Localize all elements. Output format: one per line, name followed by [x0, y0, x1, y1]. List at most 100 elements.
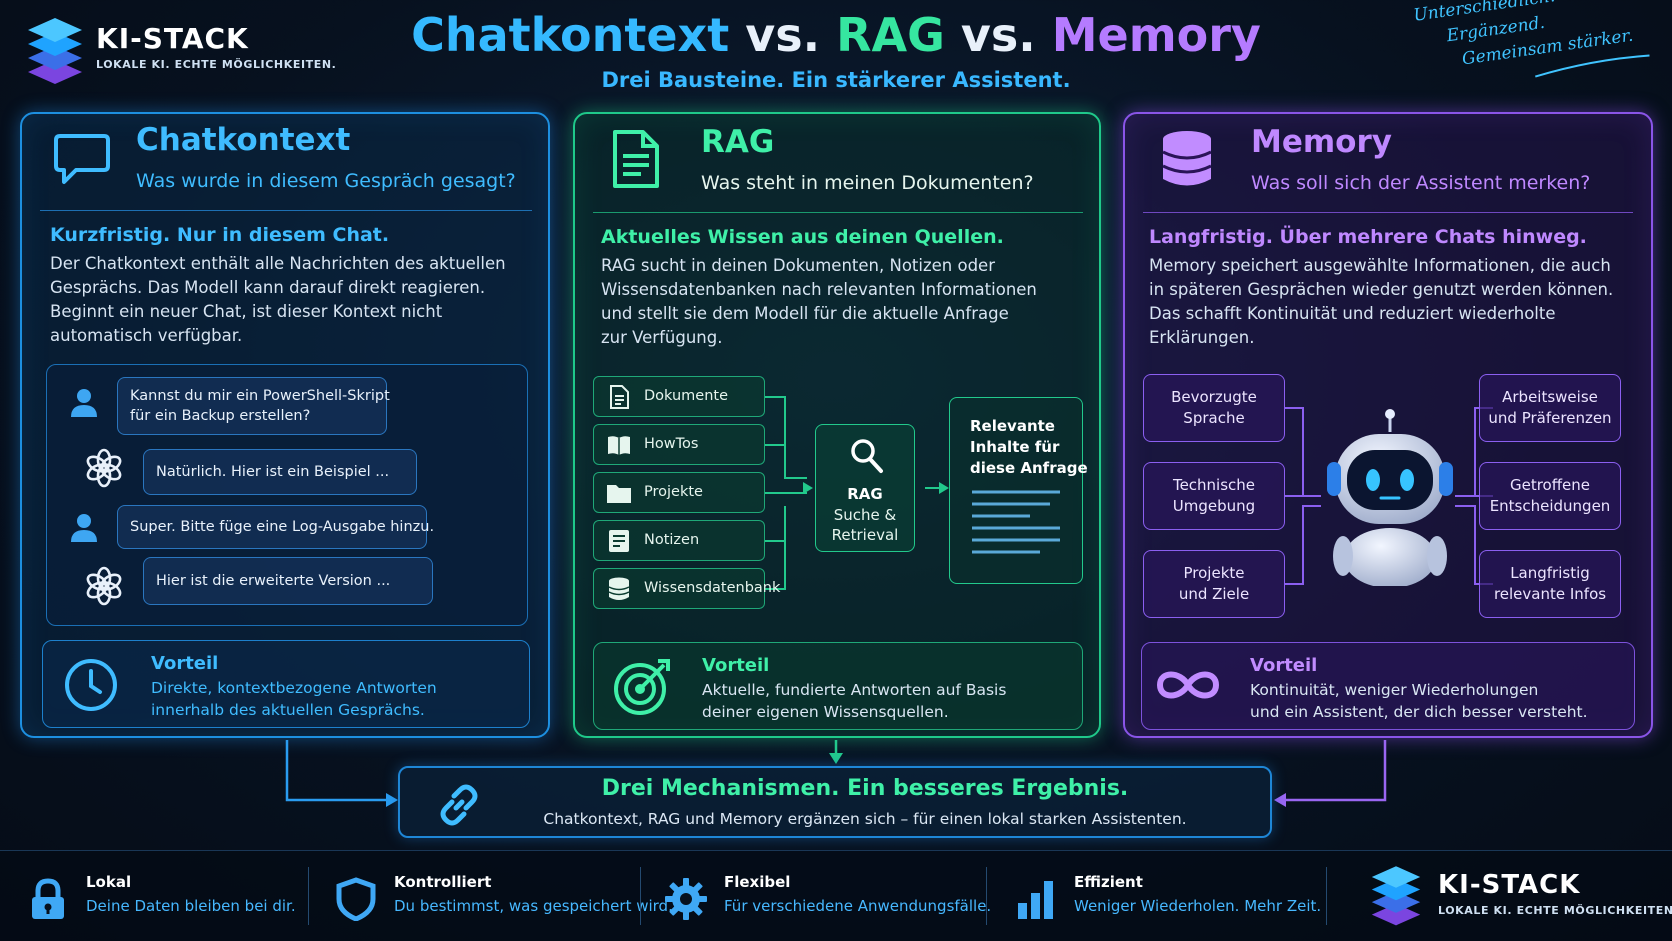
text-line: deiner eigenen Wissensquellen. — [702, 703, 949, 721]
user-avatar-icon — [71, 389, 97, 417]
text-line: Wissensdatenbanken nach relevanten Infor… — [601, 280, 1037, 299]
message-line: Natürlich. Hier ist ein Beispiel ... — [156, 464, 390, 480]
footer-divider — [308, 867, 309, 925]
message-line: Kannst du mir ein PowerShell-Skript — [130, 388, 390, 404]
search-icon — [851, 439, 883, 473]
text-line: Direkte, kontextbezogene Antworten — [151, 679, 437, 697]
text-line: Projekte — [1183, 564, 1245, 582]
rag-title: RAG — [701, 124, 775, 160]
text-line: Beginnt ein neuer Chat, ist dieser Konte… — [50, 302, 443, 321]
relevant-content-label: Relevante Inhalte für diese Anfrage — [970, 416, 1088, 479]
note-underline — [1535, 54, 1650, 78]
text-line: relevante Infos — [1493, 585, 1607, 603]
text-line: Sprache — [1183, 409, 1245, 427]
text-line: und stellt sie dem Modell für die aktuel… — [601, 304, 1009, 323]
footer-divider — [640, 867, 641, 925]
summary-banner: Drei Mechanismen. Ein besseres Ergebnis.… — [398, 766, 1272, 838]
text-line: und Präferenzen — [1488, 409, 1612, 427]
chat-bubble-icon — [54, 134, 110, 184]
document-lines-icon — [972, 490, 1060, 554]
stack-logo-icon — [1371, 866, 1421, 926]
text-line: Langfristig — [1510, 564, 1590, 582]
brand-name: KI-STACK — [1438, 870, 1581, 900]
handwritten-note: Unterschiedlich. Ergänzend. Gemeinsam st… — [1412, 0, 1672, 103]
text-line: Entscheidungen — [1489, 497, 1611, 515]
brand-name: KI-STACK — [96, 22, 249, 55]
rag-description: RAG sucht in deinen Dokumenten, Notizen … — [601, 254, 1037, 350]
chat-lead: Kurzfristig. Nur in diesem Chat. — [50, 224, 390, 246]
link-icon — [440, 784, 478, 826]
memory-tag-langfristig: Langfristig relevante Infos — [1479, 550, 1621, 618]
text-line: Aktuelle, fundierte Antworten auf Basis — [702, 681, 1007, 699]
source-label: Notizen — [644, 532, 700, 548]
text-line: Memory speichert ausgewählte Information… — [1149, 256, 1611, 275]
assistant-avatar-icon — [86, 566, 122, 606]
title-rag: RAG — [836, 8, 945, 62]
footer-title: Kontrolliert — [394, 873, 492, 891]
footer-item-flexibel: Flexibel Für verschiedene Anwendungsfäll… — [664, 865, 991, 929]
advantage-title: Vorteil — [1250, 655, 1318, 676]
text-line: Bevorzugte — [1171, 388, 1257, 406]
text-line: Das schafft Kontinuität und reduziert wi… — [1149, 304, 1556, 323]
rag-center-label: RAG — [847, 485, 883, 503]
footer-title: Flexibel — [724, 873, 791, 891]
rag-center-sublabel: Suche & Retrieval — [816, 505, 914, 545]
gear-icon — [665, 878, 707, 920]
footer: Lokal Deine Daten bleiben bei dir. Kontr… — [0, 850, 1672, 941]
brand-footer: KI-STACK LOKALE KI. ECHTE MÖGLICHKEITEN. — [1370, 862, 1672, 930]
chat-history: Kannst du mir ein PowerShell-Skript für … — [46, 364, 528, 626]
rag-lead: Aktuelles Wissen aus deinen Quellen. — [601, 226, 1004, 248]
page-subtitle: Drei Bausteine. Ein stärkerer Assistent. — [601, 68, 1071, 92]
brand-tagline: LOKALE KI. ECHTE MÖGLICHKEITEN. — [1438, 904, 1672, 917]
clock-icon — [65, 659, 117, 711]
footer-title: Effizient — [1074, 873, 1143, 891]
chat-advantage: Vorteil Direkte, kontextbezogene Antwort… — [42, 640, 530, 728]
brand-tagline: LOKALE KI. ECHTE MÖGLICHKEITEN. — [96, 58, 337, 71]
panel-chatkontext: Chatkontext Was wurde in diesem Gespräch… — [20, 112, 550, 738]
chat-message-user: Kannst du mir ein PowerShell-Skript für … — [117, 377, 390, 435]
text-line: Technische — [1172, 476, 1256, 494]
text-line: Gesprächs. Das Modell kann darauf direkt… — [50, 278, 486, 297]
divider — [593, 212, 1083, 213]
rag-question: Was steht in meinen Dokumenten? — [701, 172, 1034, 194]
footer-title: Lokal — [86, 873, 132, 891]
banner-title: Drei Mechanismen. Ein besseres Ergebnis. — [601, 776, 1129, 801]
message-line: Super. Bitte füge eine Log-Ausgabe hinzu… — [130, 519, 435, 535]
title-vs-1: vs. — [729, 8, 837, 62]
rag-source-notizen: Notizen — [593, 520, 765, 561]
text-line: Der Chatkontext enthält alle Nachrichten… — [50, 254, 506, 273]
rag-flow-connectors — [765, 396, 949, 590]
memory-description: Memory speichert ausgewählte Information… — [1149, 254, 1613, 350]
footer-divider — [986, 867, 987, 925]
advantage-title: Vorteil — [151, 653, 219, 674]
text-line: zur Verfügung. — [601, 328, 723, 347]
advantage-text: Aktuelle, fundierte Antworten auf Basis … — [702, 679, 1006, 723]
text-line: Relevante — [970, 417, 1055, 435]
robot-assistant-icon — [1327, 409, 1453, 586]
divider — [40, 210, 532, 211]
lock-icon — [32, 878, 64, 919]
text-line: Arbeitsweise — [1502, 388, 1598, 406]
panel-to-banner-connectors — [285, 740, 1387, 807]
panel-rag: RAG Was steht in meinen Dokumenten? Aktu… — [573, 112, 1101, 738]
chat-description: Der Chatkontext enthält alle Nachrichten… — [50, 252, 506, 348]
rag-source-howtos: HowTos — [593, 424, 765, 465]
text-line: RAG sucht in deinen Dokumenten, Notizen … — [601, 256, 995, 275]
source-label: Dokumente — [644, 388, 729, 404]
text-line: Retrieval — [831, 526, 899, 544]
rag-source-projekte: Projekte — [593, 472, 765, 513]
memory-lead: Langfristig. Über mehrere Chats hinweg. — [1149, 226, 1587, 248]
text-line: Erklärungen. — [1149, 328, 1255, 347]
text-line: Inhalte für — [970, 438, 1060, 456]
footer-item-lokal: Lokal Deine Daten bleiben bei dir. — [26, 865, 306, 929]
source-label: Projekte — [644, 484, 703, 500]
rag-advantage: Vorteil Aktuelle, fundierte Antworten au… — [593, 642, 1083, 730]
database-icon — [608, 577, 630, 600]
book-icon — [608, 436, 630, 455]
panel-memory: Memory Was soll sich der Assistent merke… — [1123, 112, 1653, 738]
note-icon — [609, 530, 629, 552]
chat-title: Chatkontext — [136, 122, 351, 158]
